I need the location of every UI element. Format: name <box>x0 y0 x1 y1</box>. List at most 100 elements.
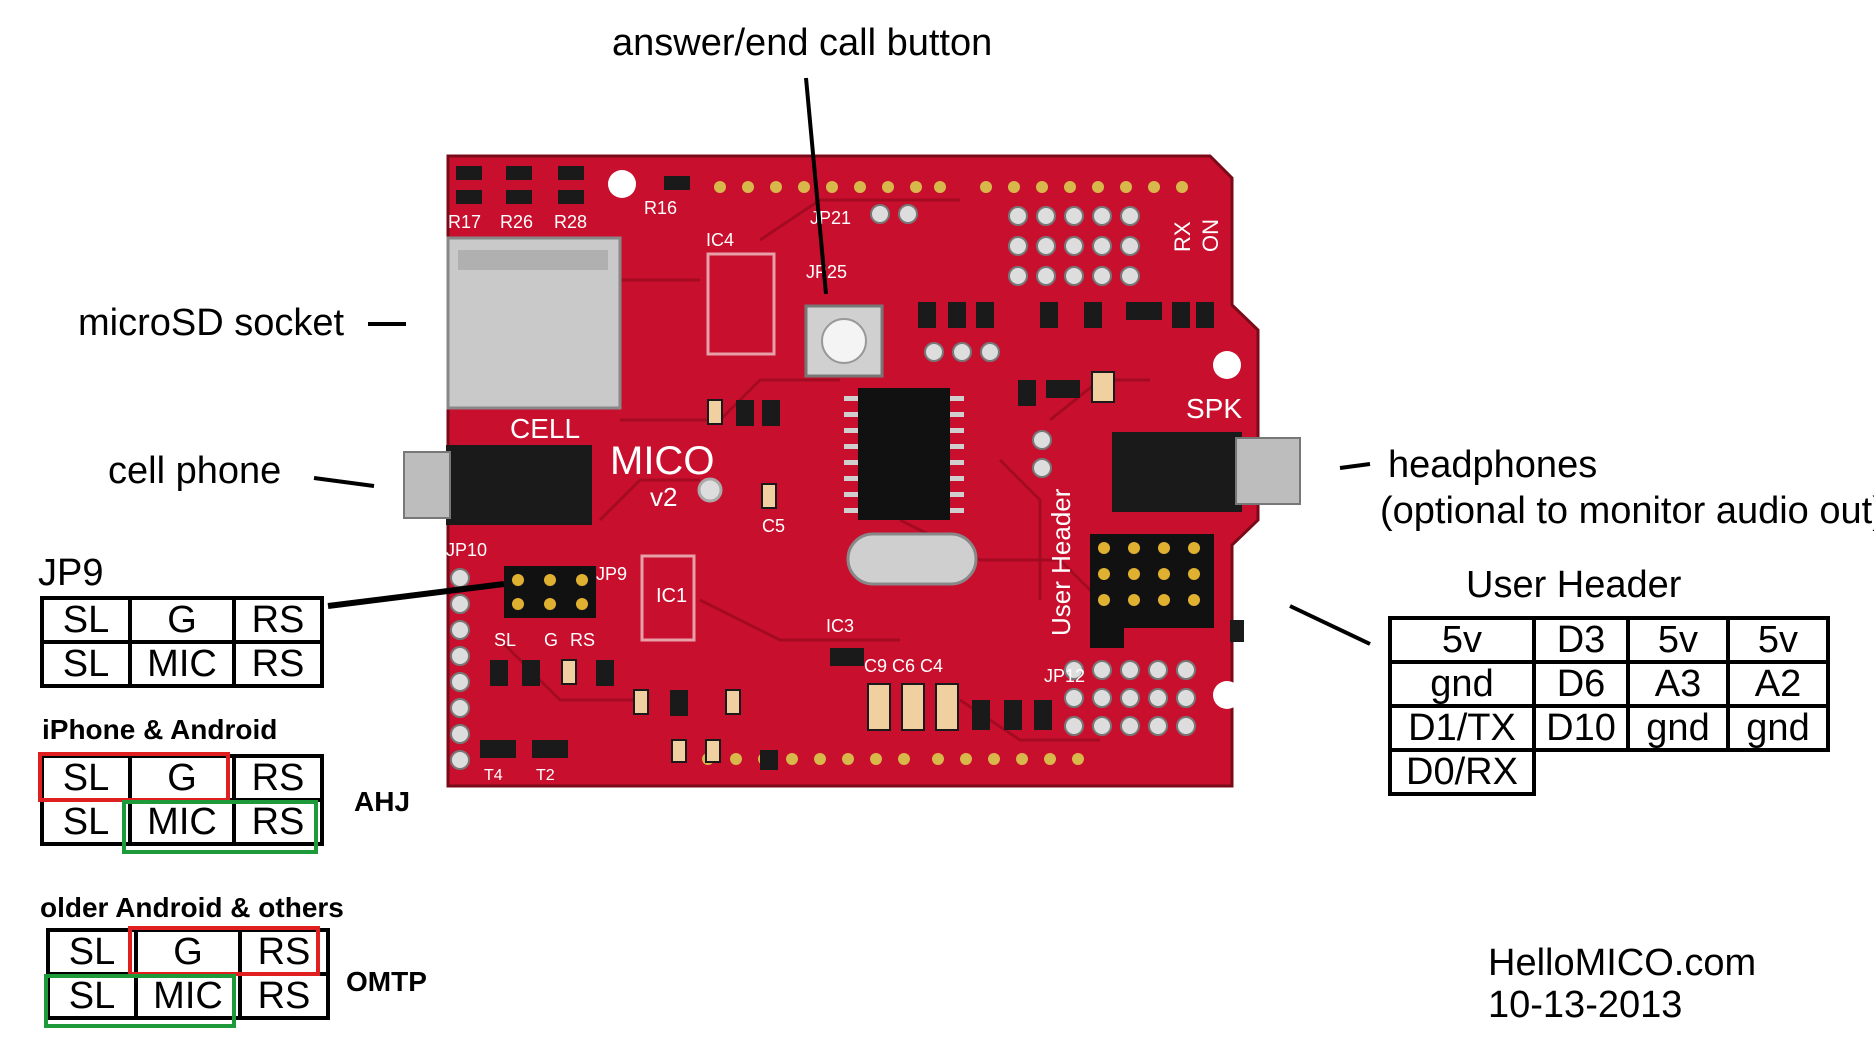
table-cell: RS <box>232 640 324 688</box>
omtp-pin-table: SL G RS SL MIC RS <box>46 928 330 1020</box>
svg-text:R17: R17 <box>448 212 481 232</box>
svg-text:JP12: JP12 <box>1044 666 1085 686</box>
table-cell: RS <box>232 798 324 846</box>
jp10-header <box>450 568 470 770</box>
user-header-title: User Header <box>1466 564 1682 606</box>
table-cell: A3 <box>1626 660 1730 708</box>
table-cell-empty <box>1534 750 1628 794</box>
table-cell: MIC <box>128 640 236 688</box>
svg-text:T2: T2 <box>536 767 555 784</box>
user-header-table: 5v D3 5v 5v gnd D6 A3 A2 D1/TX D10 gnd g… <box>1388 616 1830 796</box>
silk-rx: RX <box>1170 221 1195 252</box>
silk-version: v2 <box>650 482 677 512</box>
silk-jp9-rs: RS <box>570 630 595 650</box>
website-label: HelloMICO.com <box>1488 942 1757 984</box>
smd-resistors-top <box>456 166 690 204</box>
mounting-hole <box>697 477 723 503</box>
iphone-android-title: iPhone & Android <box>42 714 278 745</box>
spk-jack-body <box>1112 432 1242 512</box>
svg-text:JP25: JP25 <box>806 262 847 282</box>
jp9-pin-table: SL G RS SL MIC RS <box>40 596 324 688</box>
silk-user-header: User Header <box>1046 488 1076 636</box>
top-right-header <box>870 204 1140 478</box>
table-cell: G <box>134 928 242 976</box>
silk-cell: CELL <box>510 413 580 444</box>
table-cell: gnd <box>1626 704 1730 752</box>
table-row: D1/TX D10 gnd gnd <box>1388 704 1830 752</box>
microsd-label: microSD socket <box>78 302 345 344</box>
table-cell: RS <box>232 754 324 802</box>
ahj-pin-table: SL G RS SL MIC RS <box>40 754 324 846</box>
older-android-title: older Android & others <box>40 892 344 923</box>
table-row: SL G RS <box>46 928 330 976</box>
silk-spk: SPK <box>1186 393 1242 424</box>
table-cell: G <box>128 754 236 802</box>
silk-jp9-sl: SL <box>494 630 516 650</box>
table-cell: 5v <box>1626 616 1730 664</box>
jp9-title: JP9 <box>38 552 104 594</box>
table-cell: D0/RX <box>1388 748 1536 796</box>
svg-text:R16: R16 <box>644 198 677 218</box>
table-cell: SL <box>46 928 138 976</box>
svg-text:IC3: IC3 <box>826 616 854 636</box>
capacitors <box>561 371 1115 763</box>
table-row: SL MIC RS <box>46 972 330 1020</box>
main-ic <box>858 388 950 520</box>
mounting-hole <box>1213 351 1241 379</box>
ic1-outline <box>640 554 696 642</box>
omtp-mic-highlight <box>44 974 236 1028</box>
jp12-header <box>1064 660 1196 736</box>
silk-on: ON <box>1198 219 1223 252</box>
svg-text:R28: R28 <box>554 212 587 232</box>
svg-text:C5: C5 <box>762 516 785 536</box>
silk-jp9-g: G <box>544 630 558 650</box>
svg-text:T4: T4 <box>484 767 503 784</box>
table-cell-empty <box>1628 750 1728 794</box>
table-cell: SL <box>40 640 132 688</box>
answer-button-label: answer/end call button <box>612 22 993 64</box>
table-cell: SL <box>40 798 132 846</box>
mounting-hole <box>608 170 636 198</box>
svg-text:C9 C6 C4: C9 C6 C4 <box>864 656 943 676</box>
table-row: SL G RS <box>40 596 324 644</box>
table-cell: RS <box>238 928 330 976</box>
table-cell: 5v <box>1388 616 1536 664</box>
ahj-ground-highlight <box>38 752 230 802</box>
svg-text:IC1: IC1 <box>656 585 687 607</box>
table-cell: G <box>128 596 236 644</box>
table-cell: SL <box>40 596 132 644</box>
table-row: gnd D6 A3 A2 <box>1388 660 1830 708</box>
cell-phone-label: cell phone <box>108 450 282 492</box>
table-cell: RS <box>232 596 324 644</box>
table-cell: D1/TX <box>1388 704 1536 752</box>
table-cell: D10 <box>1532 704 1630 752</box>
table-cell: 5v <box>1726 616 1830 664</box>
svg-text:JP9: JP9 <box>596 564 627 584</box>
ahj-label: AHJ <box>354 786 411 817</box>
table-row: SL MIC RS <box>40 798 324 846</box>
smd-parts <box>480 302 1244 770</box>
top-header-pins <box>714 181 1188 193</box>
table-cell: A2 <box>1726 660 1830 708</box>
jp9-header <box>504 566 596 618</box>
leader-lines <box>313 77 1371 646</box>
table-cell-empty <box>1728 750 1828 794</box>
table-row: D0/RX <box>1388 748 1828 796</box>
mounting-hole <box>1213 681 1241 709</box>
cell-jack-body <box>446 445 592 525</box>
table-row: SL MIC RS <box>40 640 324 688</box>
date-label: 10-13-2013 <box>1488 984 1683 1026</box>
jp9-leader-line <box>327 581 505 609</box>
ic4-outline <box>706 252 776 356</box>
svg-text:JP21: JP21 <box>810 208 851 228</box>
crystal <box>846 532 978 586</box>
svg-text:R26: R26 <box>500 212 533 232</box>
omtp-label: OMTP <box>346 966 427 997</box>
headphones-note: (optional to monitor audio out) <box>1380 490 1874 532</box>
table-cell: gnd <box>1388 660 1536 708</box>
table-cell: RS <box>238 972 330 1020</box>
table-cell: D6 <box>1532 660 1630 708</box>
headphones-label: headphones <box>1388 444 1598 486</box>
table-cell: D3 <box>1532 616 1630 664</box>
